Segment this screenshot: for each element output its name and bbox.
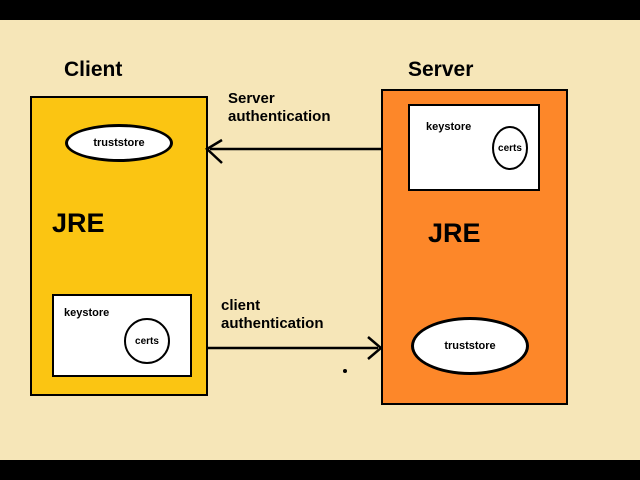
client-title: Client (64, 58, 123, 81)
server-jre-label: JRE (428, 218, 481, 248)
server-authentication-arrow (204, 138, 381, 164)
server-truststore-oval: truststore (411, 317, 529, 375)
server-certs-circle: certs (492, 126, 528, 170)
client-keystore-label: keystore (64, 307, 110, 319)
client-jre-label: JRE (52, 208, 105, 238)
server-title: Server (408, 58, 474, 81)
server-keystore-box (408, 104, 540, 191)
server-keystore-label: keystore (426, 121, 472, 133)
stray-dot (343, 369, 347, 373)
server-auth-line-1: Server (228, 90, 275, 107)
client-truststore-label: truststore (93, 137, 145, 149)
client-keystore-box (52, 294, 192, 377)
client-auth-line-2: authentication (221, 315, 324, 332)
server-auth-line-2: authentication (228, 108, 331, 125)
client-authentication-arrow (208, 336, 383, 360)
client-certs-circle: certs (124, 318, 170, 364)
server-truststore-label: truststore (444, 340, 496, 352)
client-certs-label: certs (135, 335, 159, 347)
server-authentication-label: Server authentication (228, 90, 331, 126)
client-truststore-oval: truststore (65, 124, 173, 162)
client-auth-line-1: client (221, 297, 261, 314)
client-authentication-label: client authentication (221, 297, 324, 333)
server-certs-label: certs (498, 142, 522, 154)
